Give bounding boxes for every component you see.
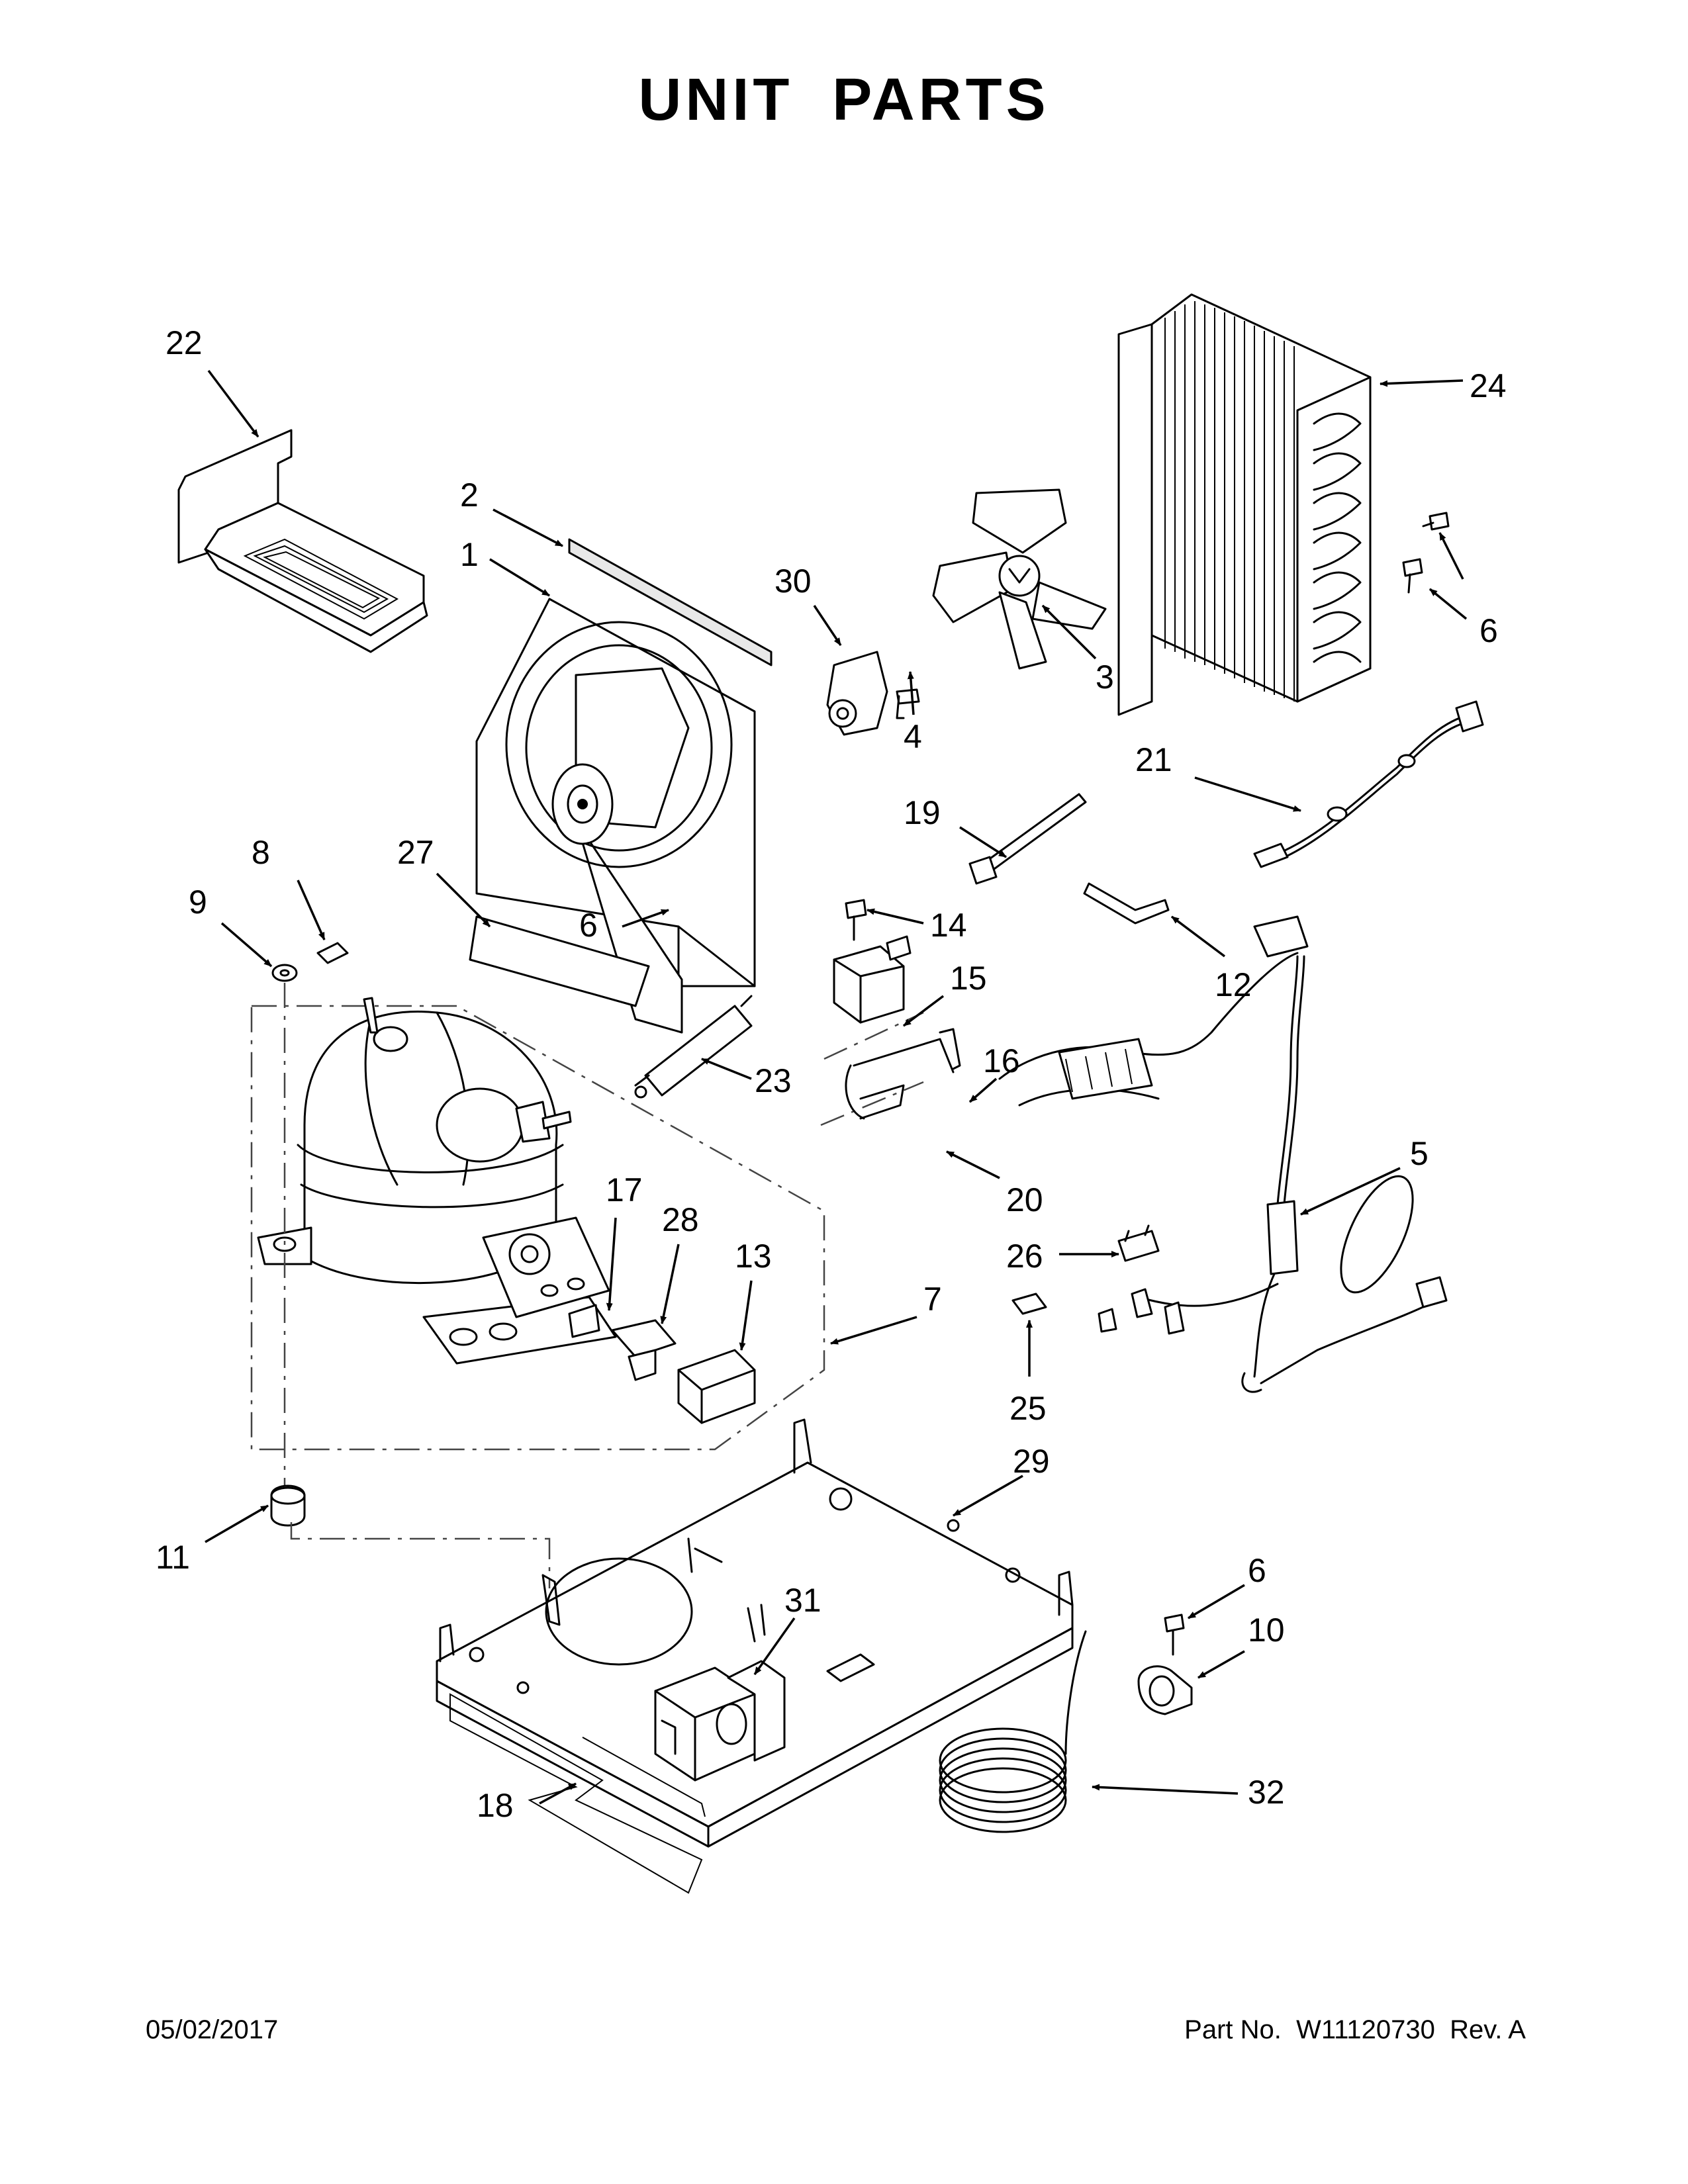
fan-blade-illustration: [932, 488, 1107, 670]
callout-28: 28: [662, 1201, 699, 1238]
callout-11: 11: [156, 1539, 190, 1576]
callout-17: 17: [606, 1171, 643, 1208]
condenser-illustration: [1117, 293, 1372, 716]
callout-14: 14: [930, 907, 967, 944]
callout-16: 16: [983, 1042, 1020, 1079]
callout-6-condenser: 6: [1479, 612, 1498, 649]
sensor-wire-illustration: [1253, 700, 1484, 868]
grommet-and-clip-illustration: [271, 942, 349, 1512]
callout-24: 24: [1470, 367, 1507, 404]
callout-19: 19: [904, 794, 941, 831]
valve-coil-illustration: [833, 899, 912, 1024]
plate-illustration: [469, 915, 650, 1007]
bracket-illustration: [820, 1011, 961, 1126]
screw-illustration: [896, 688, 920, 719]
callout-6-base: 6: [1248, 1552, 1266, 1589]
fan-motor-illustration: [826, 651, 888, 736]
callout-labels: 22 2 1 30 4 3 24 6 21 19 12 14 15 16 20 …: [156, 324, 1507, 1824]
callout-1: 1: [460, 536, 479, 573]
foam-strip-illustration: [568, 538, 773, 666]
drain-pan-illustration: [177, 429, 428, 653]
tube-illustration: [1083, 882, 1170, 925]
fan-shroud-illustration: [475, 598, 756, 1034]
callout-10: 10: [1248, 1612, 1285, 1649]
revision-date: 05/02/2017: [146, 2015, 279, 2044]
part-number: W11120730: [1296, 2015, 1435, 2044]
part-number-line: Part No. W11120730 Rev. A: [1184, 2015, 1526, 2045]
water-valve-illustration: [654, 1660, 786, 1782]
callout-15: 15: [950, 960, 987, 997]
callout-30: 30: [774, 563, 812, 600]
callout-9: 9: [189, 884, 207, 921]
compressor-illustration: [250, 997, 825, 1451]
coiled-tube-illustration: [939, 1630, 1087, 1833]
callout-21: 21: [1135, 741, 1172, 778]
page-title: UNIT PARTS: [638, 67, 1050, 133]
callout-31: 31: [784, 1582, 821, 1619]
callout-29: 29: [1013, 1443, 1050, 1480]
clamp-illustration: [1137, 1614, 1193, 1715]
callout-27: 27: [397, 834, 434, 871]
revision: Rev. A: [1450, 2015, 1526, 2044]
base-plate-illustration: [436, 1418, 1074, 1848]
callout-4: 4: [904, 718, 922, 755]
callout-6-shroud: 6: [579, 907, 598, 944]
callout-7: 7: [923, 1281, 942, 1318]
callout-22: 22: [165, 324, 203, 361]
callout-2: 2: [460, 477, 479, 514]
callout-12: 12: [1215, 966, 1252, 1003]
clips-illustration: [1011, 1224, 1160, 1315]
electrical-parts-illustration: [568, 1304, 756, 1424]
part-number-label: Part No.: [1184, 2015, 1282, 2044]
callout-13: 13: [735, 1238, 772, 1275]
callout-20: 20: [1006, 1181, 1043, 1218]
condenser-screws-illustration: [1402, 512, 1450, 594]
grommet-11-illustration: [270, 1484, 551, 1588]
callout-26: 26: [1006, 1238, 1043, 1275]
cable-tie-illustration: [968, 793, 1087, 885]
leader-arrows: [205, 369, 1468, 1805]
callout-23: 23: [755, 1062, 792, 1099]
callout-3: 3: [1096, 659, 1114, 696]
wire-harness-illustration: [998, 915, 1448, 1393]
insulation-outline-illustration: [449, 1693, 703, 1894]
filter-drier-illustration: [634, 995, 753, 1099]
callout-32: 32: [1248, 1774, 1285, 1811]
callout-25: 25: [1009, 1390, 1047, 1427]
callout-8: 8: [252, 834, 270, 871]
callout-5: 5: [1410, 1135, 1429, 1172]
callout-18: 18: [477, 1787, 514, 1824]
